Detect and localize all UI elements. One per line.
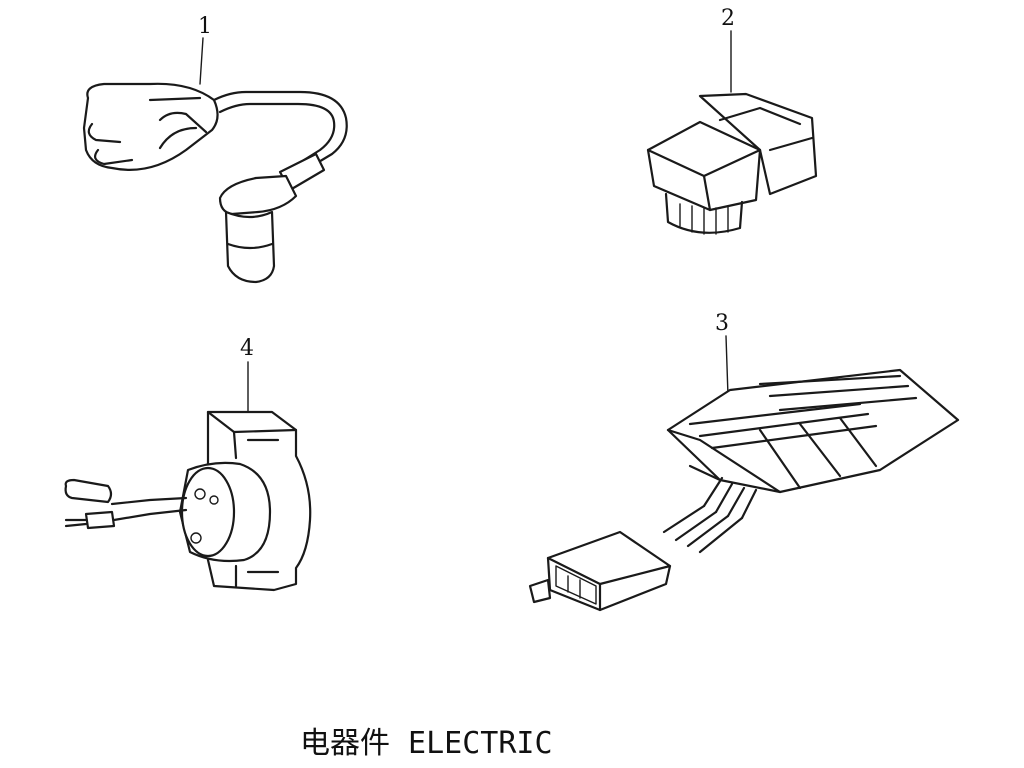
part-2-relay-icon: 2 <box>646 6 818 235</box>
leader-line-3 <box>725 335 729 397</box>
part-number-2: 2 <box>721 6 735 31</box>
regulator-heatsink <box>666 368 960 494</box>
diagram-caption: 电器件 ELECTRIC <box>300 726 553 761</box>
cable <box>212 90 348 168</box>
terminal-lower <box>84 510 116 530</box>
plug-cap <box>218 174 298 216</box>
coil-body <box>82 82 219 171</box>
terminal-upper <box>64 478 113 504</box>
part-number-4: 4 <box>240 336 254 361</box>
relay-body <box>646 120 762 212</box>
part-3-rectifier-regulator-icon: 3 <box>528 311 960 612</box>
part-4-pulser-coil-icon: 4 <box>64 336 312 592</box>
wire-bundle <box>702 476 758 520</box>
leader-line-1 <box>199 37 204 85</box>
part-1-ignition-coil-icon: 1 <box>82 14 348 284</box>
part-number-1: 1 <box>198 14 212 39</box>
lead-wire-upper <box>110 496 188 506</box>
lead-wire-lower <box>112 508 188 522</box>
part-number-3: 3 <box>715 311 729 336</box>
